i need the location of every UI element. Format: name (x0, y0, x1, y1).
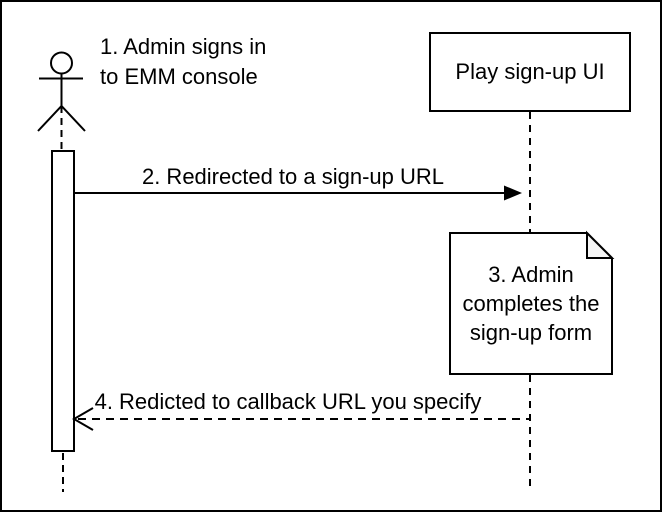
message-1-label: 1. Admin signs in to EMM console (100, 32, 266, 92)
message-4-label: 4. Redicted to callback URL you specify (94, 389, 482, 414)
return-arrow-callback (72, 407, 530, 431)
message-arrow-redirect (74, 185, 522, 201)
note-label: 3. Admin completes the sign-up form (450, 233, 612, 374)
participant-box (429, 32, 631, 112)
note-line-2: completes the (462, 291, 600, 316)
note-shape (449, 230, 615, 375)
message-1-line-1: 1. Admin signs in (100, 34, 267, 59)
message-2-label: 2. Redirected to a sign-up URL (141, 164, 445, 189)
message-1-line-2: to EMM console (100, 64, 258, 89)
note-line-3: sign-up form (469, 320, 593, 345)
activation-bar (51, 150, 75, 452)
participant-label: Play sign-up UI (455, 59, 605, 84)
note-line-1: 3. Admin (488, 262, 574, 287)
